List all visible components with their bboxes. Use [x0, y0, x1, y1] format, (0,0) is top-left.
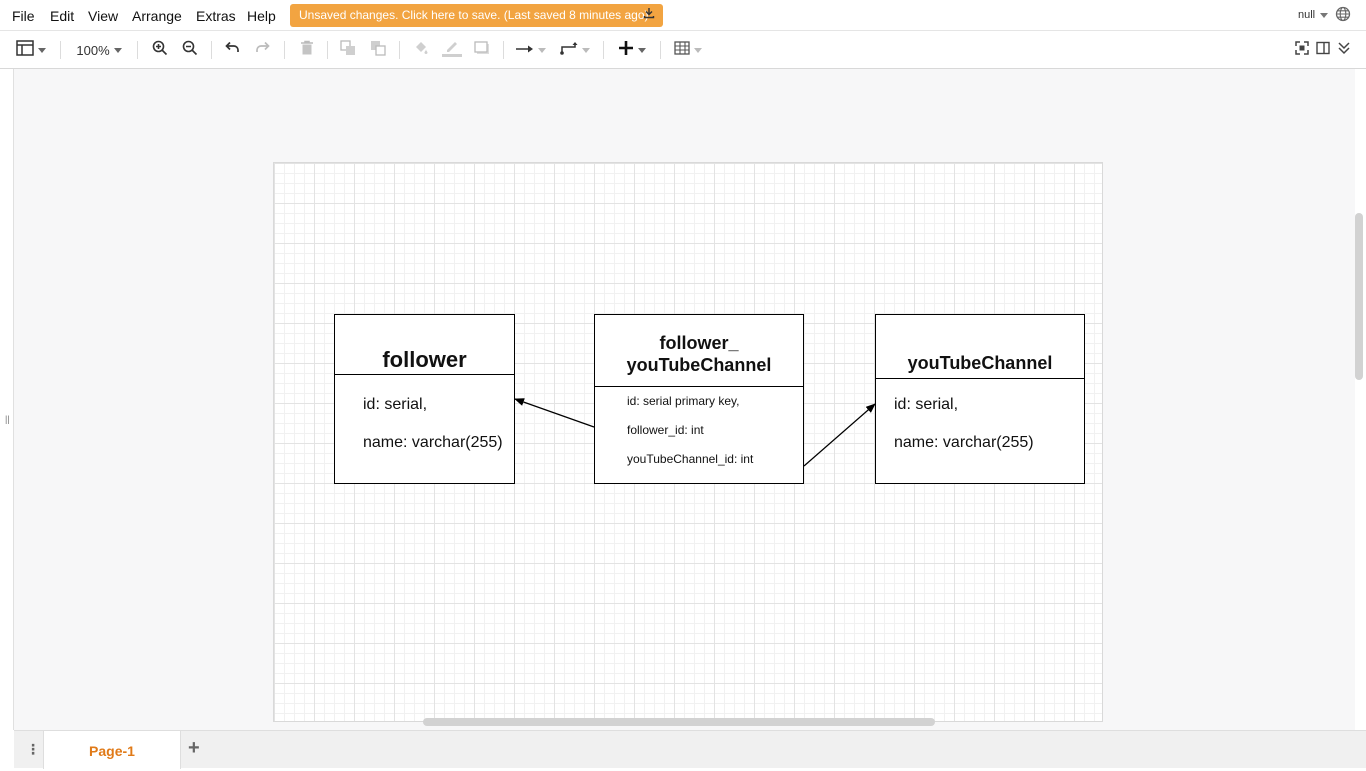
- collapsed-sidebar-handle[interactable]: ||: [0, 69, 14, 730]
- globe-icon[interactable]: [1335, 6, 1351, 27]
- vertical-scrollbar-track[interactable]: [1355, 69, 1366, 730]
- entity-field: id: serial,: [894, 396, 959, 413]
- waypoints-icon: [560, 41, 578, 60]
- toolbar: 100%: [0, 31, 1366, 69]
- fill-color-button[interactable]: [411, 39, 431, 61]
- menu-edit[interactable]: Edit: [50, 8, 75, 24]
- redo-icon: [255, 41, 271, 60]
- unsaved-changes-text: Unsaved changes. Click here to save. (La…: [299, 8, 649, 22]
- edge-junction-to-follower[interactable]: [514, 398, 595, 428]
- zoom-out-icon: [182, 40, 198, 61]
- entity-field: id: serial,: [363, 396, 428, 413]
- to-front-icon: [340, 39, 356, 61]
- diagram-canvas[interactable]: follower id: serial, name: varchar(255) …: [14, 69, 1355, 730]
- to-front-button[interactable]: [338, 39, 358, 61]
- pages-bar: ⋮ Page-1 +: [14, 730, 1366, 769]
- edges-layer: [514, 398, 876, 467]
- undo-button[interactable]: [222, 39, 242, 61]
- zoom-dropdown[interactable]: 100%: [70, 39, 128, 61]
- connection-arrow-icon: [516, 41, 534, 59]
- horizontal-scrollbar-thumb[interactable]: [423, 718, 935, 726]
- table-dropdown[interactable]: [671, 39, 705, 61]
- zoom-out-button[interactable]: [180, 39, 200, 61]
- user-name[interactable]: null: [1298, 9, 1316, 21]
- menu-arrange[interactable]: Arrange: [132, 8, 182, 24]
- sidebar-toggle-button[interactable]: [1314, 39, 1332, 61]
- vertical-scrollbar-thumb[interactable]: [1355, 213, 1363, 380]
- entity-field: name: varchar(255): [894, 434, 1034, 451]
- entity-title-line-1: follower_: [659, 333, 739, 353]
- plus-icon: [618, 40, 634, 61]
- page-tab[interactable]: Page-1: [43, 731, 181, 769]
- chevron-double-up-icon: [1338, 41, 1350, 60]
- format-panel-button[interactable]: [13, 39, 49, 61]
- entity-title: youTubeChannel: [907, 353, 1053, 373]
- entity-follower-youtubechannel[interactable]: follower_ youTubeChannel id: serial prim…: [594, 314, 804, 484]
- shadow-button[interactable]: [472, 39, 492, 61]
- entity-title: follower: [382, 347, 467, 372]
- entity-field: id: serial primary key,: [627, 394, 740, 408]
- entity-youtubechannel[interactable]: youTubeChannel id: serial, name: varchar…: [875, 314, 1085, 484]
- redo-button[interactable]: [253, 39, 273, 61]
- entity-field: name: varchar(255): [363, 434, 503, 451]
- line-color-icon: [442, 39, 462, 62]
- trash-icon: [300, 40, 314, 61]
- pages-menu-button[interactable]: ⋮: [26, 741, 40, 757]
- zoom-in-button[interactable]: [150, 39, 170, 61]
- drag-handle-icon: ||: [5, 414, 10, 424]
- unsaved-changes-banner[interactable]: Unsaved changes. Click here to save. (La…: [290, 4, 663, 27]
- entity-follower[interactable]: follower id: serial, name: varchar(255): [334, 314, 515, 484]
- diagram-page[interactable]: follower id: serial, name: varchar(255) …: [273, 162, 1103, 722]
- line-color-button[interactable]: [441, 39, 463, 61]
- to-back-icon: [370, 40, 386, 61]
- download-icon: [643, 4, 655, 27]
- menu-help[interactable]: Help: [247, 8, 276, 24]
- sidebar-toggle-icon: [1316, 41, 1330, 60]
- entity-field: youTubeChannel_id: int: [627, 452, 754, 466]
- waypoints-dropdown[interactable]: [558, 39, 592, 61]
- menu-extras[interactable]: Extras: [196, 8, 236, 24]
- to-back-button[interactable]: [368, 39, 388, 61]
- menubar: File Edit View Arrange Extras Help Unsav…: [0, 0, 1366, 31]
- entity-title-line-2: youTubeChannel: [626, 355, 772, 375]
- zoom-level: 100%: [76, 42, 110, 58]
- entity-field: follower_id: int: [627, 423, 704, 437]
- fill-color-icon: [413, 40, 429, 61]
- user-dropdown-caret-icon[interactable]: [1320, 13, 1328, 18]
- page-tab-label: Page-1: [89, 743, 135, 759]
- add-page-button[interactable]: +: [188, 737, 200, 759]
- edge-junction-to-youtubechannel[interactable]: [803, 403, 876, 467]
- menu-file[interactable]: File: [12, 8, 35, 24]
- connection-style-dropdown[interactable]: [514, 39, 548, 61]
- delete-button[interactable]: [297, 39, 317, 61]
- menu-view[interactable]: View: [88, 8, 119, 24]
- fullscreen-icon: [1295, 40, 1309, 60]
- zoom-in-icon: [152, 40, 168, 61]
- insert-dropdown[interactable]: [614, 39, 650, 61]
- fullscreen-button[interactable]: [1293, 39, 1311, 61]
- table-icon: [674, 40, 690, 60]
- undo-icon: [224, 41, 240, 60]
- shadow-icon: [474, 40, 490, 60]
- format-panel-icon: [16, 39, 34, 61]
- collapse-toolbar-button[interactable]: [1335, 39, 1353, 61]
